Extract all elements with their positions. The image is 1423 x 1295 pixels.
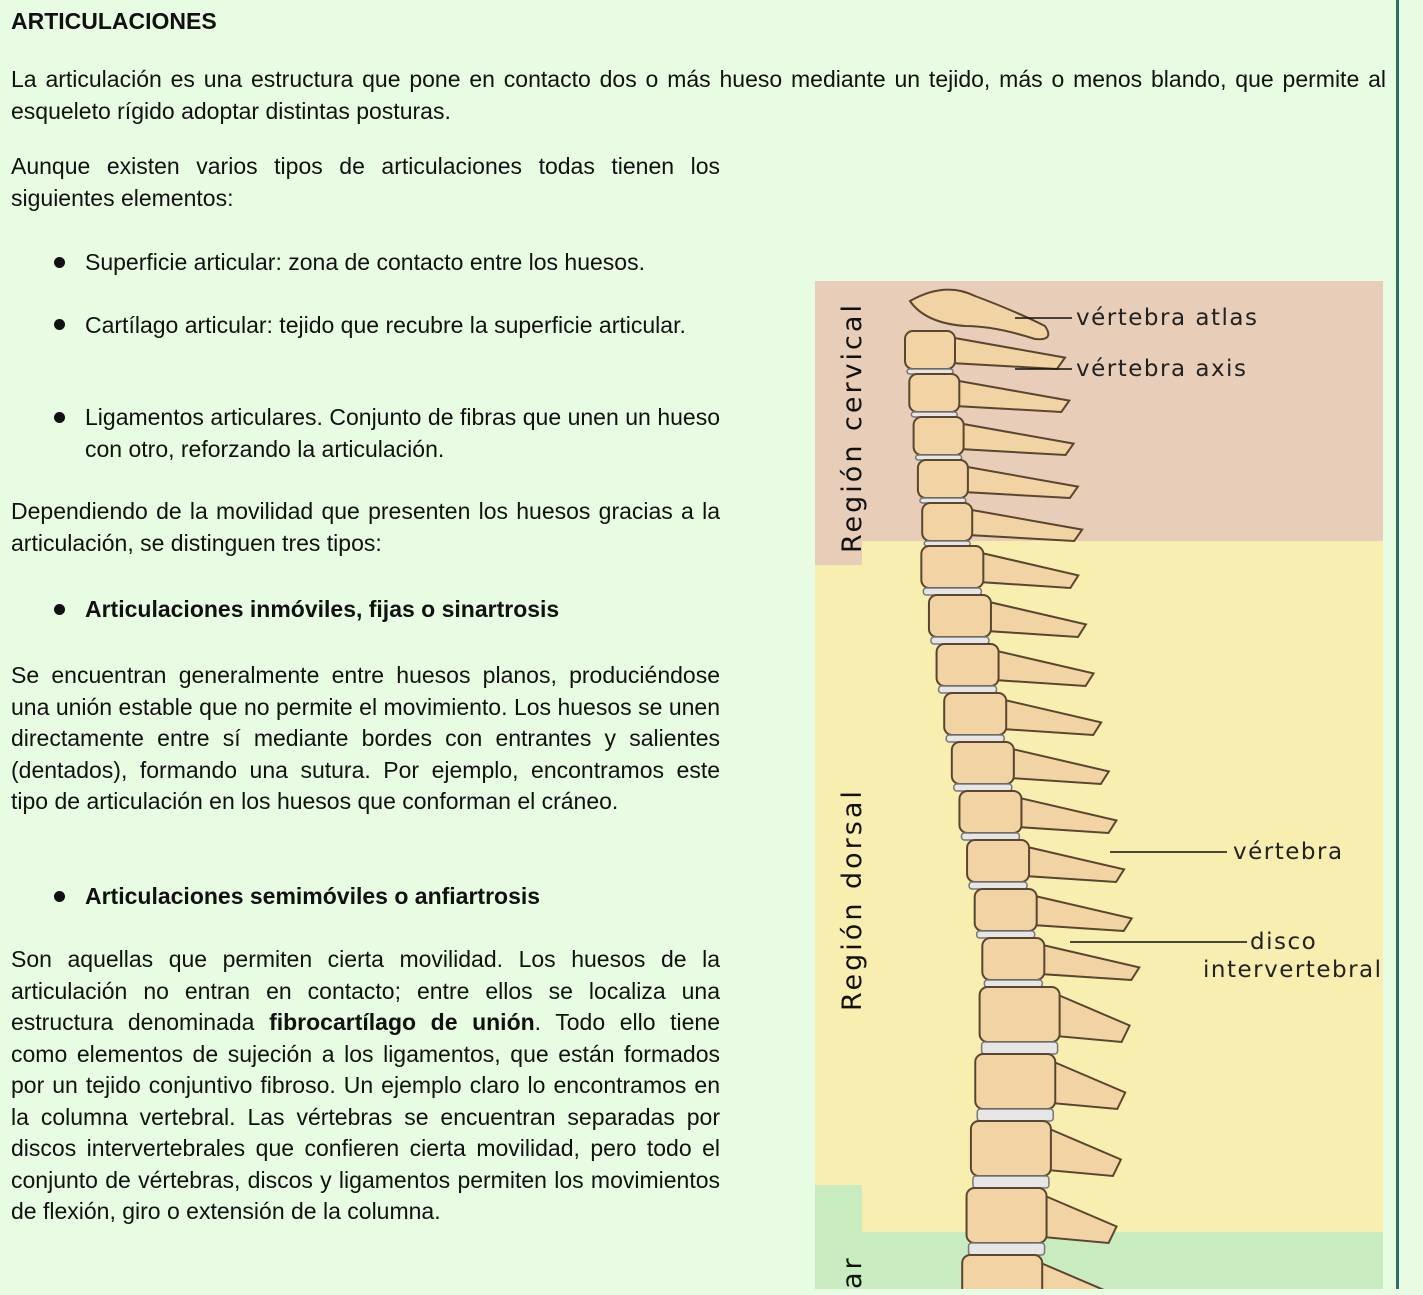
intervertebral-disc — [945, 734, 1005, 743]
vertebra-body — [912, 416, 965, 456]
vertebra-body — [904, 330, 956, 370]
vertebra-body — [966, 839, 1031, 883]
bullet-icon — [54, 891, 65, 902]
intervertebral-disc — [983, 979, 1044, 988]
vertebra-body — [935, 643, 1000, 687]
label-disco: disco — [1250, 929, 1317, 955]
dorsal-region-bg — [815, 541, 1383, 1232]
label-axis: vértebra axis — [1076, 356, 1247, 382]
vertebra-body — [981, 937, 1046, 981]
type1-text: Se encuentran generalmente entre huesos … — [11, 662, 720, 814]
page-title: ARTICULACIONES — [11, 8, 217, 34]
label-intervertebral: intervertebral — [1203, 957, 1383, 983]
page-border — [1396, 0, 1399, 1289]
bullet-icon — [54, 604, 65, 615]
vertebra-body — [973, 888, 1038, 932]
vertebra-body — [965, 1187, 1048, 1244]
region-cervical-label: Región cervical — [837, 302, 868, 553]
spine-figure: Región cervical Región dorsal ar vértebr… — [815, 281, 1383, 1295]
bullet-icon — [54, 319, 65, 330]
elements-intro: Aunque existen varios tipos de articulac… — [11, 153, 720, 211]
bullet-icon — [54, 257, 65, 268]
vertebra-body — [961, 1254, 1044, 1295]
vertebra-body — [927, 594, 992, 638]
intervertebral-disc — [980, 1041, 1059, 1055]
intervertebral-disc — [922, 587, 983, 596]
vertebra-body — [943, 692, 1008, 736]
type2-text-bold: fibrocartílago de unión — [269, 1009, 535, 1035]
intervertebral-disc — [967, 1242, 1046, 1256]
intervertebral-disc — [937, 685, 998, 694]
types-intro: Dependiendo de la movilidad que presente… — [11, 498, 720, 556]
intervertebral-disc — [930, 636, 990, 645]
type1-heading: Articulaciones inmóviles, fijas o sinart… — [85, 596, 560, 622]
region-lumbar-label: ar — [837, 1255, 868, 1289]
type2-heading: Articulaciones semimóviles o anfiartrosi… — [85, 883, 541, 909]
list-item: Superficie articular: zona de contacto e… — [85, 249, 645, 275]
vertebra-body — [978, 986, 1061, 1043]
label-vertebra: vértebra — [1233, 839, 1344, 865]
type2-text: Son aquellas que permiten cierta movilid… — [11, 944, 720, 1228]
vertebra-body — [916, 459, 969, 499]
vertebra-body — [908, 373, 961, 413]
intervertebral-disc — [972, 1175, 1050, 1189]
vertebra-body — [921, 502, 974, 542]
vertebra-body — [950, 741, 1015, 785]
atlas-vertebra — [908, 288, 1050, 341]
intervertebral-disc — [960, 832, 1021, 841]
intervertebral-disc — [975, 930, 1036, 939]
region-dorsal-label: Región dorsal — [837, 788, 868, 1011]
type2-text-a: Son aquellas que permiten cierta movilid… — [11, 946, 720, 1035]
bullet-icon — [54, 412, 65, 423]
list-item: Cartílago articular: tejido que recubre … — [85, 312, 686, 338]
type2-text-b: . Todo ello tiene como elementos de suje… — [11, 1009, 720, 1224]
vertebra-body — [920, 545, 985, 589]
intervertebral-disc — [976, 1108, 1055, 1122]
spine-illustration: Región cervical Región dorsal ar vértebr… — [815, 281, 1383, 1295]
vertebra-body — [969, 1120, 1052, 1177]
intro-paragraph: La articulación es una estructura que po… — [11, 66, 1386, 124]
list-item: Ligamentos articulares. Conjunto de fibr… — [85, 404, 720, 462]
vertebra-body — [974, 1053, 1057, 1110]
vertebra-body — [958, 790, 1023, 834]
intervertebral-disc — [968, 881, 1028, 890]
vertebral-column — [904, 288, 1141, 1295]
label-atlas: vértebra atlas — [1076, 305, 1258, 331]
intervertebral-disc — [953, 783, 1013, 792]
